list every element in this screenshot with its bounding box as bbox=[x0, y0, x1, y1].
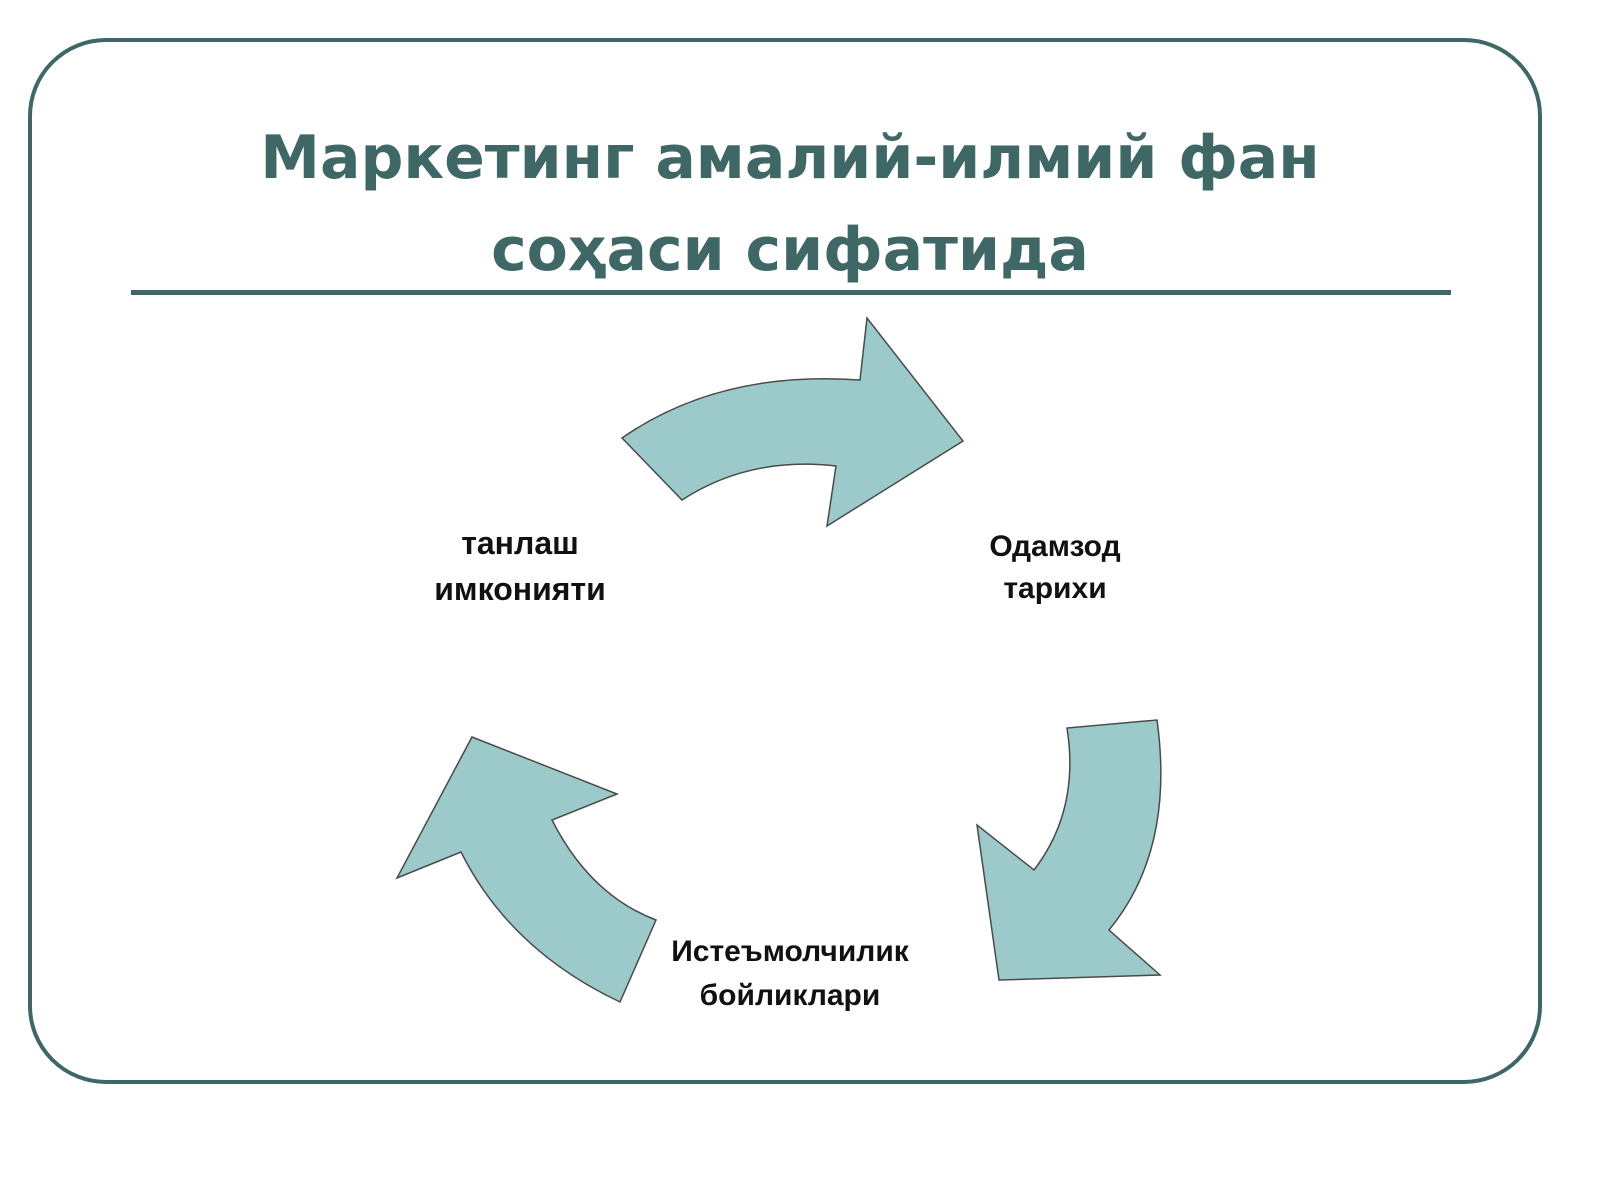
cycle-node-line: Истеъмолчилик bbox=[671, 935, 909, 968]
slide-title: Маркетинг амалий-илмий фан соҳаси сифати… bbox=[130, 112, 1450, 296]
cycle-node-human-history: Одамзод тарихи bbox=[950, 526, 1160, 610]
cycle-node-line: имконияти bbox=[434, 571, 606, 607]
title-divider bbox=[131, 290, 1451, 295]
cycle-node-line: тарихи bbox=[1003, 572, 1107, 605]
slide-title-line-2: соҳаси сифатида bbox=[491, 215, 1089, 285]
cycle-arrow-right bbox=[975, 719, 1162, 981]
cycle-arrow-left bbox=[395, 736, 658, 1004]
cycle-node-line: бойликлари bbox=[699, 979, 881, 1012]
cycle-node-choice-opportunity: танлаш имконияти bbox=[400, 520, 640, 612]
cycle-node-line: танлаш bbox=[461, 525, 579, 561]
cycle-node-line: Одамзод bbox=[989, 530, 1121, 563]
cycle-arrow-top bbox=[620, 316, 965, 528]
slide-title-line-1: Маркетинг амалий-илмий фан bbox=[260, 123, 1320, 193]
cycle-node-consumer-goods: Истеъмолчилик бойликлари bbox=[640, 930, 940, 1018]
slide-frame bbox=[28, 38, 1542, 1084]
